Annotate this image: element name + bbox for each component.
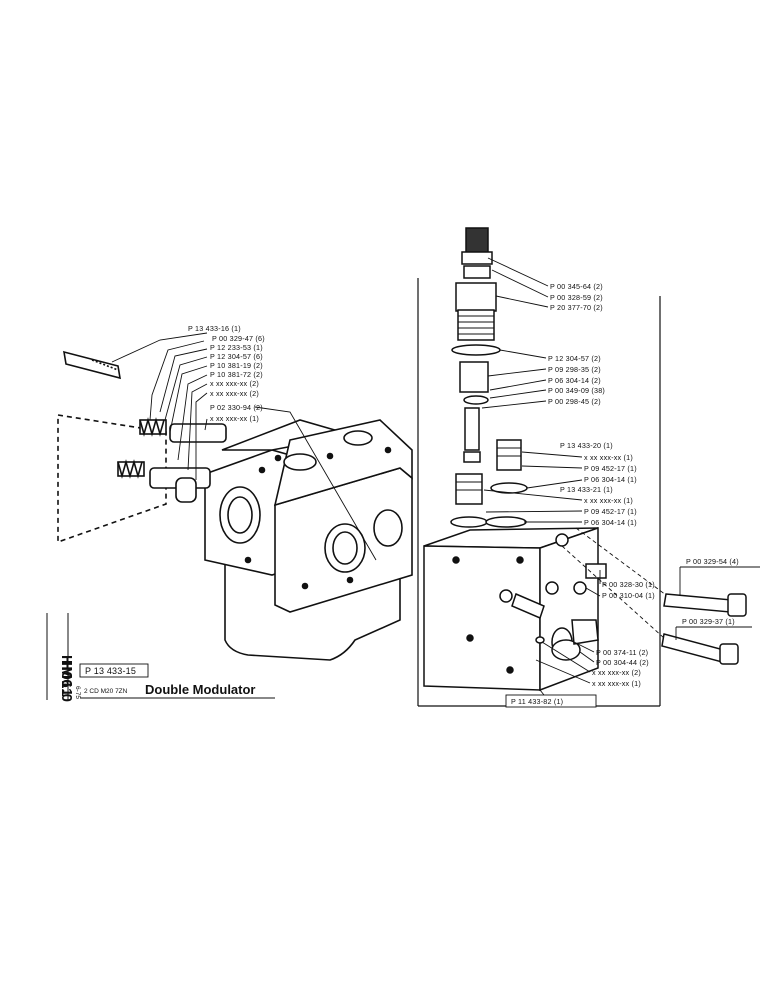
- left-label-0: P 13 433-16 (1): [188, 324, 241, 333]
- left-label-8: P 02 330-94 (2): [210, 403, 263, 412]
- right-label-top-7: P 00 298-45 (2): [548, 397, 601, 406]
- right-label-top-2: P 20 377-70 (2): [550, 303, 603, 312]
- left-label-3: P 12 304-57 (6): [210, 352, 263, 361]
- mid-label-0: P 00 328-30 (1): [602, 580, 655, 589]
- left-label-9: x xx xxx-xx (1): [210, 414, 259, 423]
- bottom-label-3: x xx xxx-xx (1): [592, 679, 641, 688]
- bottom-label-1: P 00 304-44 (2): [596, 658, 649, 667]
- left-label-7: x xx xxx-xx (2): [210, 389, 259, 398]
- right-label-top-4: P 09 298-35 (2): [548, 365, 601, 374]
- group2-title: P 13 433-21 (1): [560, 485, 613, 494]
- right-label-top-6: P 00 349-09 (38): [548, 386, 605, 395]
- left-label-6: x xx xxx-xx (2): [210, 379, 259, 388]
- right-labels-group2: P 13 433-21 (1) x xx xxx-xx (1) P 09 452…: [560, 485, 637, 527]
- right-label-top-3: P 12 304-57 (2): [548, 354, 601, 363]
- base-part-text: P 11 433-82 (1): [511, 697, 563, 706]
- left-label-1: P 00 329-47 (6): [212, 334, 265, 343]
- title-part-number: P 13 433-15: [85, 666, 136, 676]
- right-labels-bottom: P 00 374-11 (2) P 00 304-44 (2) x xx xxx…: [592, 648, 649, 688]
- side-code-2: H01.0: [58, 660, 75, 703]
- bolt-labels: P 00 329-54 (4) P 00 329-37 (1): [675, 557, 760, 640]
- bolt-label-2: P 00 329-37 (1): [682, 617, 735, 626]
- title-text: Double Modulator: [145, 682, 256, 697]
- bolt-label-1: P 00 329-54 (4): [686, 557, 739, 566]
- right-labels-mid: P 00 328-30 (1) P 00 310-04 (1): [602, 580, 655, 600]
- group1-item-0: x xx xxx-xx (1): [584, 453, 633, 462]
- right-labels-group1: P 13 433-20 (1) x xx xxx-xx (1) P 09 452…: [560, 441, 637, 484]
- left-label-2: P 12 233-53 (1): [210, 343, 263, 352]
- group1-item-2: P 06 304-14 (1): [584, 475, 637, 484]
- title-block: HM61 H01.0 6-75 P 13 433-15 2 CD M20 7ZN…: [46, 613, 275, 703]
- group1-item-1: P 09 452-17 (1): [584, 464, 637, 473]
- title-model-code: 2 CD M20 7ZN: [84, 688, 128, 695]
- left-valve-body-drawing: [57, 350, 413, 661]
- left-leader-lines: [111, 332, 377, 561]
- bottom-label-0: P 00 374-11 (2): [596, 648, 648, 657]
- group1-title: P 13 433-20 (1): [560, 441, 613, 450]
- group2-item-2: P 06 304-14 (1): [584, 518, 637, 527]
- right-label-top-1: P 00 328-59 (2): [550, 293, 603, 302]
- base-part-label: P 11 433-82 (1): [505, 694, 597, 708]
- right-label-top-0: P 00 345-64 (2): [550, 282, 603, 291]
- right-leader-lines: [481, 257, 667, 701]
- right-label-top-5: P 06 304-14 (2): [548, 376, 601, 385]
- mid-label-1: P 00 310-04 (1): [602, 591, 655, 600]
- left-label-4: P 10 381-19 (2): [210, 361, 263, 370]
- left-label-5: P 10 381-72 (2): [210, 370, 263, 379]
- left-labels: P 13 433-16 (1) P 00 329-47 (6) P 12 233…: [188, 324, 265, 423]
- group2-item-1: P 09 452-17 (1): [584, 507, 637, 516]
- side-code-1: HM61: [58, 655, 75, 697]
- group2-item-0: x xx xxx-xx (1): [584, 496, 633, 505]
- side-date: 6-75: [74, 686, 81, 699]
- bottom-label-2: x xx xxx-xx (2): [592, 668, 641, 677]
- right-frame: [417, 278, 661, 707]
- right-labels-top: P 00 345-64 (2) P 00 328-59 (2) P 20 377…: [548, 282, 605, 406]
